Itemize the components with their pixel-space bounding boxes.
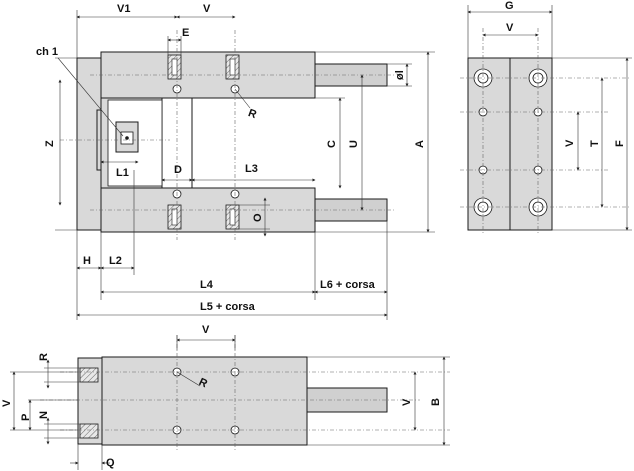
dim-label-G: G [505,0,514,12]
dim-label-N: N [38,411,50,419]
dim-label-ch1: ch 1 [36,46,58,58]
dim-label-V1: V1 [117,3,130,15]
hex-key-dot [125,136,129,140]
dim-label-P: P [20,414,32,421]
central-gap [161,97,193,189]
dim-label-L4: L4 [200,279,214,291]
dim-label-L3: L3 [245,163,258,175]
dim-label-V: V [203,3,211,15]
front-view [55,10,435,320]
dim-label-H: H [83,255,91,267]
dim-label-V-top: V [202,324,210,336]
dim-label-A: A [414,140,426,148]
dim-label-Q: Q [106,457,115,469]
dim-label-diameter-l: øl [394,70,406,80]
dim-label-B: B [430,398,442,406]
dim-label-L6-corsa: L6 + corsa [320,279,376,291]
dim-label-Z: Z [44,140,56,147]
dim-label-F: F [614,140,626,147]
dim-label-C: C [326,140,338,148]
dim-label-V-side-vertical: V [564,139,576,147]
dim-label-O: O [252,213,264,222]
dim-label-R: R [246,107,258,121]
dim-label-U: U [348,140,360,148]
dim-label-V-top-right: V [401,398,413,406]
dim-label-R-top-left: R [38,353,50,361]
dim-label-T: T [589,140,601,147]
dim-label-L2: L2 [109,255,122,267]
dim-label-L5-corsa: L5 + corsa [200,301,256,313]
dim-label-V-top-left: V [1,399,13,407]
dim-label-E: E [182,27,189,39]
top-view [10,335,450,470]
side-view [460,5,632,235]
dim-label-D: D [174,164,182,176]
top-body [101,356,308,446]
dim-label-L1: L1 [116,167,129,179]
right-opening [192,98,315,188]
dim-label-V-side: V [506,22,514,34]
